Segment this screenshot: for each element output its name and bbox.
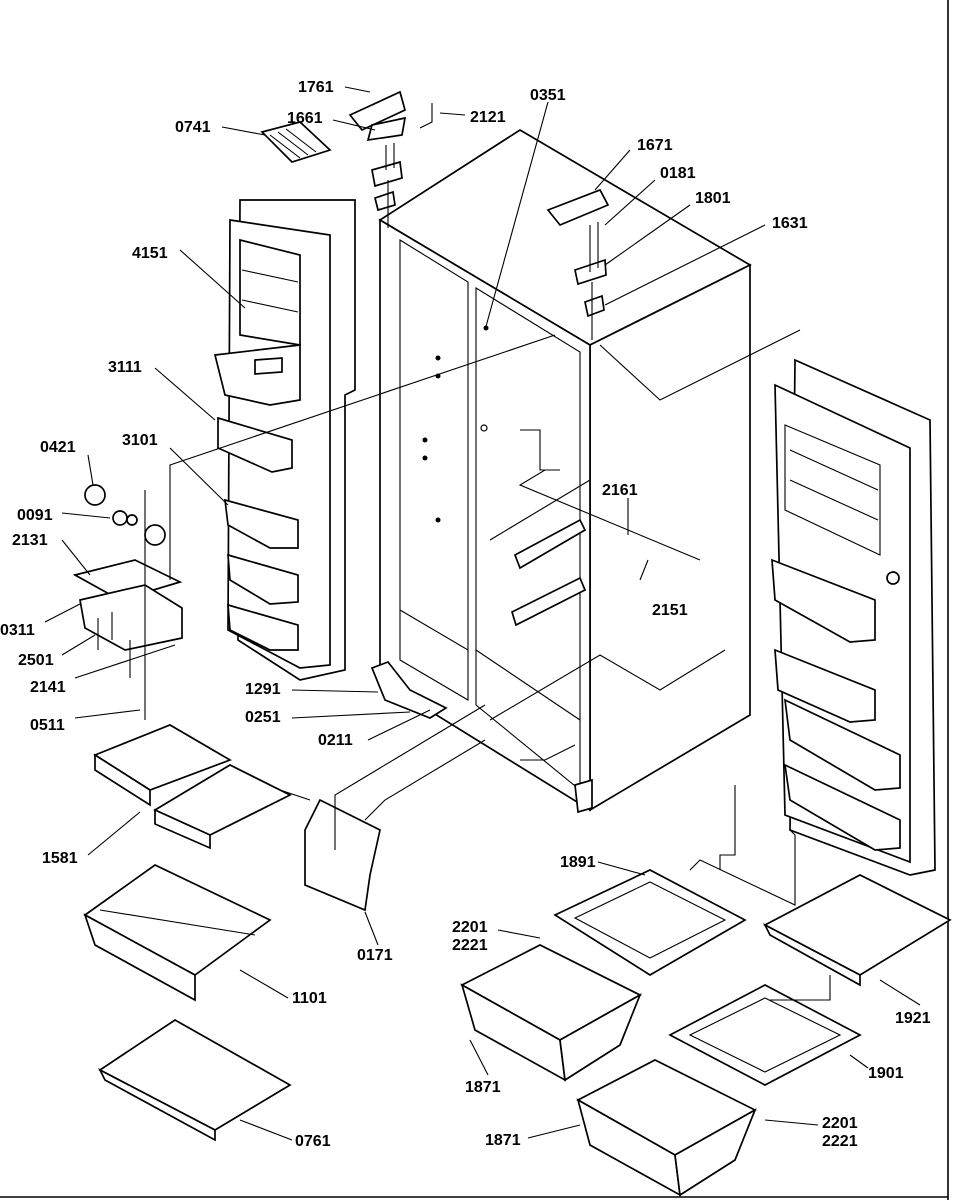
crisper-drawer-lower-1871 (576, 1059, 757, 1197)
crisper-frame-1891 (553, 869, 747, 976)
callout-0211: 0211 (318, 732, 353, 749)
door-shelf-bottom (227, 603, 299, 651)
socket-0091 (112, 510, 128, 526)
callout-1761: 1761 (298, 79, 334, 96)
top-hinge-right (546, 188, 610, 340)
callout-1801: 1801 (695, 190, 731, 207)
frame-1901 (668, 984, 862, 1086)
crisper-cover-1101 (83, 864, 272, 1002)
callout-0511: 0511 (30, 717, 65, 734)
callout-3101: 3101 (122, 432, 158, 449)
crisper-top (83, 864, 272, 977)
callout-0351: 0351 (530, 87, 566, 104)
freezer-compartment (399, 239, 469, 701)
hinge-bottom-right (574, 778, 593, 814)
callout-0091: 0091 (17, 507, 53, 524)
callout-1101: 1101 (292, 990, 327, 1007)
right-door-bin-3 (783, 698, 901, 791)
shelf-0761 (98, 1019, 292, 1142)
callout-1631: 1631 (772, 215, 808, 232)
grille-0741 (260, 121, 332, 163)
callout-0251: 0251 (245, 709, 281, 726)
callout-0311: 0311 (0, 622, 35, 639)
top-hinge-left (348, 90, 433, 228)
hinge-bottom-left (370, 660, 448, 719)
callout-1871-lower: 1871 (485, 1132, 521, 1149)
leader-lines (44, 86, 921, 1141)
hinge-cover-1671 (546, 188, 610, 227)
lamp-cover-2131 (72, 559, 183, 601)
callout-1291: 1291 (245, 681, 281, 698)
callout-2151: 2151 (652, 602, 688, 619)
glass-shelf-1921 (763, 874, 952, 987)
callout-1921: 1921 (895, 1010, 931, 1027)
callout-0181: 0181 (660, 165, 696, 182)
shelf-rail-upper (513, 518, 587, 570)
bulb-second (144, 524, 166, 546)
half-shelves-1581 (93, 724, 292, 850)
callout-0421: 0421 (40, 439, 76, 456)
callout-3111: 3111 (108, 359, 142, 376)
crisper-front (83, 913, 196, 1002)
callout-2221-upper: 2221 (452, 937, 488, 954)
callout-2131: 2131 (12, 532, 48, 549)
right-door-bin-1 (771, 558, 876, 643)
glass-shelf (763, 874, 952, 976)
callout-2501: 2501 (18, 652, 54, 669)
cabinet-side (589, 263, 751, 812)
left-door-assembly (213, 199, 356, 681)
callout-2201-lower: 2201 (822, 1115, 858, 1132)
right-door-assembly (771, 358, 936, 876)
callout-2121: 2121 (470, 109, 506, 126)
cabinet-assembly (370, 129, 752, 814)
hinge-plate-1661 (366, 116, 407, 142)
hinge-bracket (371, 160, 403, 188)
callout-0741: 0741 (175, 119, 211, 136)
hinge-cover-1761 (348, 90, 407, 132)
callout-1871-upper: 1871 (465, 1079, 501, 1096)
door-shelf-3111 (217, 416, 293, 473)
shelf-rail-lower (510, 576, 587, 627)
panel-0171 (304, 798, 381, 912)
callout-0761: 0761 (295, 1133, 331, 1150)
crisper-drawer-upper-1871 (460, 944, 642, 1082)
callout-1901: 1901 (868, 1065, 904, 1082)
right-door-bin-2 (774, 648, 876, 723)
dispenser-housing (213, 344, 301, 406)
callout-1671: 1671 (637, 137, 673, 154)
callout-2221-lower: 2221 (822, 1133, 858, 1150)
lamp-housing-2141 (79, 584, 183, 651)
shelf-top (98, 1019, 292, 1131)
upper-compartment (239, 238, 301, 347)
callout-4151: 4151 (132, 245, 168, 262)
bulb-0421 (84, 484, 106, 506)
crisper-frame-1901 (668, 984, 862, 1086)
callout-0171: 0171 (357, 947, 393, 964)
callout-2141: 2141 (30, 679, 66, 696)
callouts: 1761 2121 0351 0741 1661 1671 0181 1801 … (0, 79, 931, 1150)
crisper-frame (553, 869, 747, 976)
callout-1891: 1891 (560, 854, 596, 871)
light-assembly (72, 484, 183, 678)
callout-2161: 2161 (602, 482, 638, 499)
right-door-bin-4 (783, 763, 901, 851)
door-shelf-lower (227, 553, 299, 605)
panel-cover (304, 798, 381, 912)
callout-1661: 1661 (287, 110, 323, 127)
cabinet-front (379, 218, 591, 812)
callout-2201-upper: 2201 (452, 919, 488, 936)
callout-1581: 1581 (42, 850, 78, 867)
reference-lines (144, 329, 831, 1001)
door-shelf-3101 (224, 498, 299, 549)
